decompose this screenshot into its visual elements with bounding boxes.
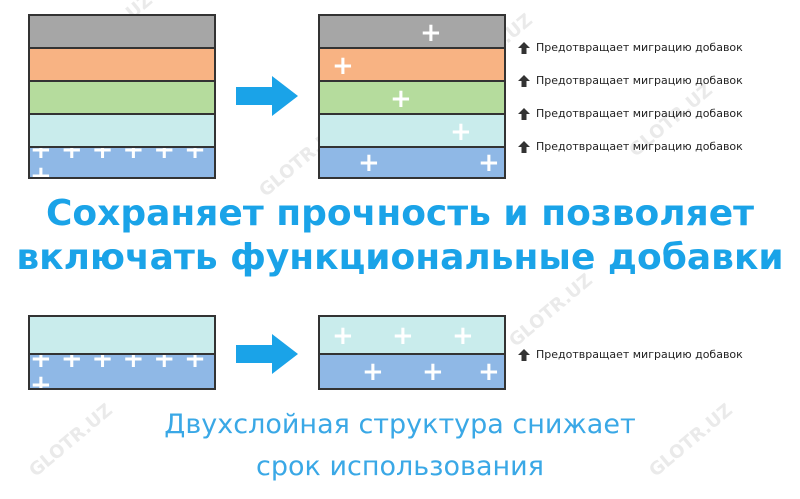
layer-blue-additives: + + +: [320, 355, 504, 388]
migration-note: Предотвращает миграцию добавок: [518, 348, 743, 361]
layer-blue-additives: + +: [320, 148, 504, 177]
note-text: Предотвращает миграцию добавок: [536, 74, 743, 87]
layer-orange: +: [320, 49, 504, 82]
layer-cyan: + + +: [320, 317, 504, 355]
additive-plus: +: [450, 117, 472, 147]
layer-cyan: [30, 115, 214, 148]
right-arrow-icon: [236, 76, 298, 116]
additive-plus: +: [422, 357, 444, 387]
additive-plus: +: [478, 357, 500, 387]
additive-plus: +: [332, 51, 354, 81]
additive-plus-row: + + + + + + +: [30, 148, 206, 177]
up-arrow-icon: [518, 74, 530, 87]
layer-cyan: +: [320, 115, 504, 148]
subtitle-line-2: срок использования: [256, 451, 544, 482]
note-text: Предотвращает миграцию добавок: [536, 140, 743, 153]
subtitle-line-1: Двухслойная структура снижает: [164, 409, 636, 440]
migration-note: Предотвращает миграцию добавок: [518, 107, 743, 120]
layer-gray: [30, 16, 214, 49]
additive-plus: +: [478, 148, 500, 177]
five-layer-stack-after: + + + + + +: [318, 14, 506, 179]
headline-line-1: Сохраняет прочность и позволяет: [46, 193, 754, 234]
layer-blue-additives: + + + + + + +: [30, 148, 214, 177]
additive-plus: +: [332, 321, 354, 351]
note-text: Предотвращает миграцию добавок: [536, 348, 743, 361]
layer-blue-additives: + + + + + + +: [30, 355, 214, 388]
two-layer-stack-before: + + + + + + +: [28, 315, 216, 390]
watermark: GLOTR.UZ: [505, 269, 597, 352]
up-arrow-icon: [518, 140, 530, 153]
layer-green: [30, 82, 214, 115]
migration-note: Предотвращает миграцию добавок: [518, 140, 743, 153]
layer-cyan: [30, 317, 214, 355]
note-text: Предотвращает миграцию добавок: [536, 41, 743, 54]
additive-plus: +: [452, 321, 474, 351]
additive-plus: +: [392, 321, 414, 351]
up-arrow-icon: [518, 348, 530, 361]
additive-plus: +: [362, 357, 384, 387]
up-arrow-icon: [518, 41, 530, 54]
migration-note: Предотвращает миграцию добавок: [518, 41, 743, 54]
additive-plus: +: [358, 148, 380, 177]
additive-plus: +: [420, 18, 442, 48]
five-layer-stack-before: + + + + + + +: [28, 14, 216, 179]
layer-gray: +: [320, 16, 504, 49]
additive-plus-row: + + + + + + +: [30, 355, 206, 388]
right-arrow-icon: [236, 334, 298, 374]
up-arrow-icon: [518, 107, 530, 120]
headline-line-2: включать функциональные добавки: [16, 237, 784, 278]
layer-orange: [30, 49, 214, 82]
two-layer-stack-after: + + + + + +: [318, 315, 506, 390]
note-text: Предотвращает миграцию добавок: [536, 107, 743, 120]
layer-green: +: [320, 82, 504, 115]
additive-plus: +: [390, 84, 412, 114]
migration-note: Предотвращает миграцию добавок: [518, 74, 743, 87]
